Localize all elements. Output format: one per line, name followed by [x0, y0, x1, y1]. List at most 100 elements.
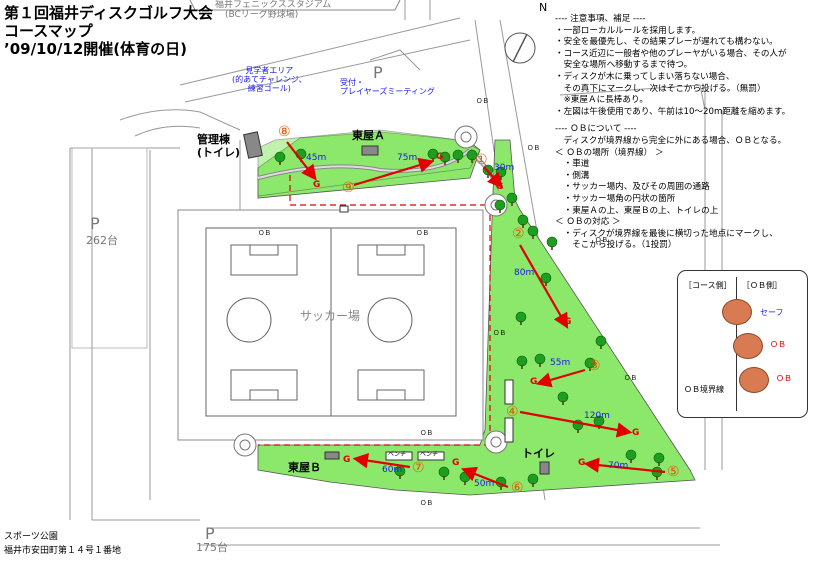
hole-2-distance: 80m	[514, 268, 535, 278]
note-item: ※東屋Ａに長棒あり。	[555, 95, 648, 106]
ob-label: ＯＢ	[527, 144, 540, 152]
stadium-outline	[189, 0, 401, 11]
bench	[504, 417, 514, 443]
parking-bottom-label: P	[205, 524, 215, 543]
legend-boundary-label: ＯＢ境界線	[684, 385, 724, 394]
goal-marker: G	[496, 182, 504, 192]
hole-1-number: ①	[475, 152, 488, 168]
soccer-field-label: サッカー場	[300, 309, 361, 323]
parking-left-count: 262台	[86, 234, 118, 247]
ob-item: ・側溝	[555, 170, 590, 181]
parking-bottom-count: 175台	[196, 541, 228, 554]
arrow-hole-2	[519, 244, 569, 329]
soccer-field	[177, 209, 484, 441]
parking-top-label: P	[373, 63, 383, 82]
bench	[417, 451, 445, 461]
ob-item: ＜ ＯＢの場所（境界線） ＞	[555, 147, 664, 158]
ob-item: そこから投げる。（1投罰）	[555, 240, 677, 251]
legend-ob: ＯＢ	[770, 340, 786, 349]
ob-label: ＯＢ	[420, 429, 433, 437]
hole-4-number: ④	[506, 404, 519, 420]
arrow-hole-1	[483, 166, 503, 189]
ob-label: ＯＢ	[493, 329, 506, 337]
hole-6-distance: 50m	[474, 479, 495, 489]
hole-3-number: ③	[588, 358, 601, 374]
title-line-3: ’09/10/12開催(体育の日)	[4, 40, 187, 58]
goal-marker: G	[564, 317, 572, 327]
ob-item: ・車道	[555, 159, 590, 170]
legend-course-side: ［コース側］	[684, 281, 732, 290]
disc-safe-icon	[722, 299, 752, 325]
arrow-hole-7	[352, 453, 411, 469]
hole-5-number: ⑤	[667, 464, 680, 480]
hole-7-distance: 60m	[382, 465, 403, 475]
note-item: その真下にマークし、次はそこから投げる。（無罰）	[555, 83, 766, 94]
legend-safe: セーフ	[760, 308, 784, 317]
azumaya-a-building	[361, 145, 379, 156]
legend-ob-side: ［ＯＢ側］	[742, 281, 782, 290]
ob-label: ＯＢ	[624, 374, 637, 382]
disc-ob-icon	[733, 333, 763, 359]
ob-item: ディスクが境界線から完全に外にある場合、ＯＢとなる。	[555, 135, 787, 146]
ob-heading: ---- ＯＢについて ----	[555, 124, 637, 135]
goal-marker: G	[578, 458, 586, 468]
hole-7-number: ⑦	[412, 460, 425, 476]
notes-heading: ---- 注意事項、補足 ----	[555, 14, 646, 24]
hole-9-number: ⑨	[342, 180, 355, 196]
ob-label: ＯＢ	[420, 499, 433, 507]
legend-ob: ＯＢ	[776, 374, 792, 383]
arrow-hole-9	[353, 157, 435, 187]
parking-area-left	[71, 147, 148, 349]
address-line-1: スポーツ公園	[4, 532, 58, 542]
bench	[504, 379, 514, 405]
arrow-hole-8	[286, 141, 317, 181]
bench	[385, 451, 413, 461]
arrow-hole-5	[583, 457, 666, 474]
arrow-hole-4	[519, 410, 633, 438]
hole-6-number: ⑥	[511, 480, 524, 496]
ob-item: ・サッカー場内、及びその周囲の通路	[555, 182, 710, 193]
bench	[339, 205, 349, 213]
goal-marker: G	[452, 458, 460, 468]
azumaya-a-label: 東屋Ａ	[352, 129, 385, 142]
goal-marker: G	[343, 455, 351, 465]
north-label: N	[539, 1, 548, 14]
stadium-label: 福井フェニックススタジアム (BCリーグ野球場)	[215, 0, 332, 21]
address-block: スポーツ公園 福井市安田町第１４号１番地	[4, 530, 121, 558]
goal-marker: G	[313, 180, 321, 190]
note-item: ・安全を最優先し、その結果プレーが遅れても構わない。	[555, 37, 778, 48]
note-item: ・コース近辺に一般者や他のプレーヤがいる場合、その人が	[555, 48, 787, 59]
visitor-area-note: 見学者エリア (的あてチャレンジ、 練習ゴール)	[232, 66, 307, 94]
bench-label: ベンチ	[388, 451, 407, 458]
note-item: ・一部ローカルルールを採用します。	[555, 25, 701, 36]
address-line-2: 福井市安田町第１４号１番地	[4, 546, 122, 556]
toilet-building	[539, 461, 550, 475]
title-line-1: 第１回福井ディスクゴルフ大会	[4, 4, 213, 22]
note-item: ・ディスクが木に乗ってしまい落ちない場合、	[555, 71, 735, 82]
ob-item: ・東屋Ａの上、東屋Ｂの上、トイレの上	[555, 205, 719, 216]
ob-label: ＯＢ	[595, 236, 608, 244]
note-item: ・左図は午後使用であり、午前は10～20m距離を縮めます。	[555, 106, 791, 117]
arrow-hole-3	[535, 368, 586, 388]
notes-panel: ---- 注意事項、補足 ---- ・一部ローカルルールを採用します。 ・安全を…	[555, 14, 790, 252]
hole-5-distance: 70m	[608, 461, 629, 471]
ob-item: ・ディスクが境界線を最後に横切った地点にマークし、	[555, 228, 778, 239]
map-title: 第１回福井ディスクゴルフ大会 コースマップ ’09/10/12開催(体育の日)	[4, 4, 213, 58]
roundabouts	[233, 125, 508, 457]
ob-label: ＯＢ	[416, 229, 429, 237]
kanri-label: 管理棟 (トイレ)	[197, 133, 241, 159]
ob-item: ・サッカー場角の円状の箇所	[555, 193, 676, 204]
toilet-label: トイレ	[522, 447, 555, 460]
hole-8-distance: 45m	[306, 153, 327, 163]
throw-arrows	[286, 141, 666, 489]
hole-1-distance: 30m	[494, 163, 515, 173]
hole-2-number: ②	[512, 226, 525, 242]
kanri-building	[243, 131, 263, 159]
ob-legend: ［コース側］ ［ＯＢ側］ セーフ ＯＢ ＯＢ ＯＢ境界線	[677, 270, 808, 418]
hole-8-number: ⑧	[278, 124, 291, 140]
ob-label: ＯＢ	[258, 229, 271, 237]
goal-marker: G	[436, 152, 444, 162]
title-line-2: コースマップ	[4, 22, 93, 40]
reception-note: 受付・ プレイヤーズミーティング	[340, 78, 435, 97]
